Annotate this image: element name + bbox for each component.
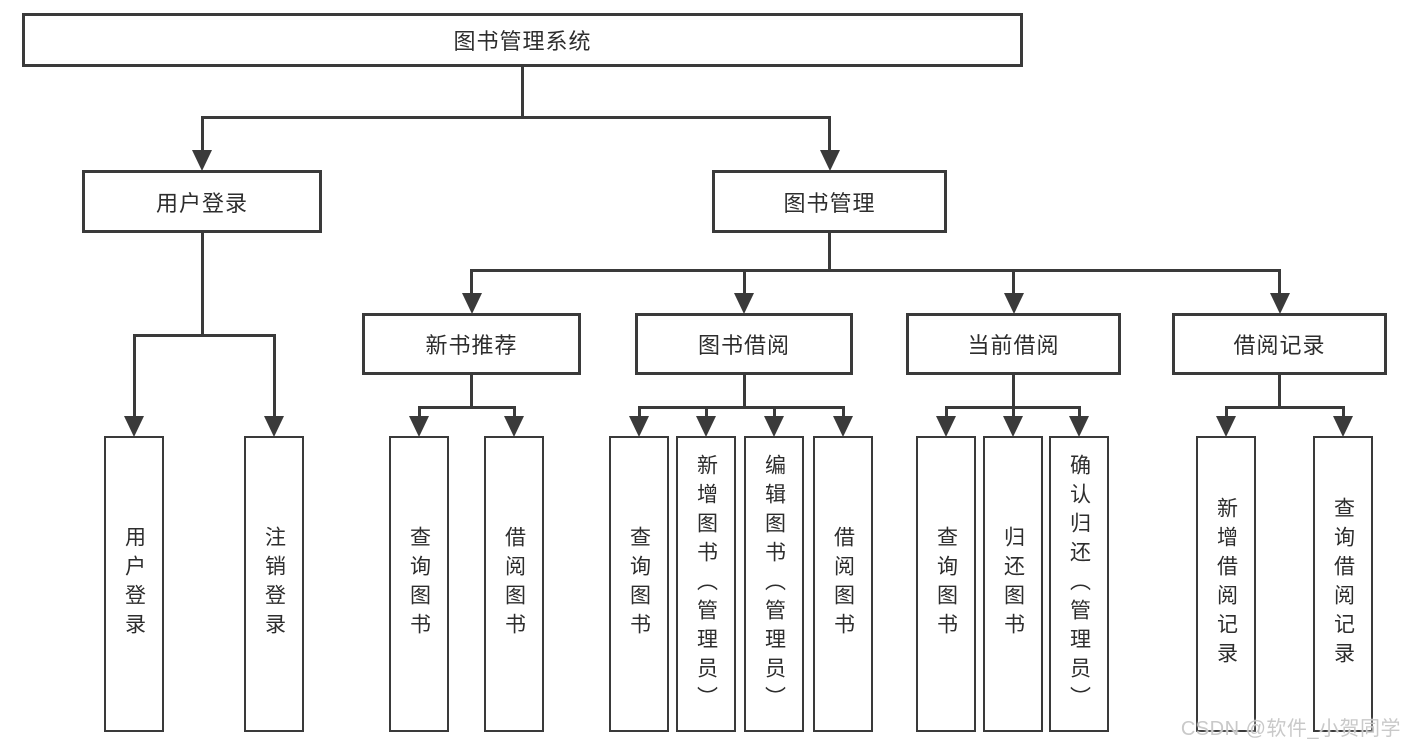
connector-stub-root <box>521 65 524 119</box>
connector-edge-borrow-records-leaf-br-add <box>1224 407 1228 420</box>
node-leaf-br-add: 新增借阅记录 <box>1196 436 1256 732</box>
node-leaf-bb-add: 新增图书（管理员） <box>676 436 736 732</box>
connector-junction-user-login <box>132 333 276 337</box>
arrow-down-icon <box>734 293 754 314</box>
node-leaf-cb-return: 归还图书 <box>983 436 1043 732</box>
arrow-down-icon <box>1069 416 1089 437</box>
arrow-down-icon <box>1003 293 1024 314</box>
connector-junction-borrow-records <box>1224 405 1345 409</box>
arrow-down-icon <box>1269 293 1290 314</box>
node-new-book-rec: 新书推荐 <box>362 313 581 375</box>
arrow-down-icon <box>833 416 853 437</box>
connector-stub-user-login <box>200 231 204 337</box>
node-leaf-nb-borrow: 借阅图书 <box>484 436 544 732</box>
connector-stub-book-mgmt <box>828 231 831 272</box>
connector-stub-borrow-records <box>1278 373 1281 409</box>
node-book-mgmt: 图书管理 <box>712 170 947 233</box>
arrow-down-icon <box>696 416 716 437</box>
connector-edge-book-borrow-leaf-bb-edit <box>772 407 776 420</box>
connector-edge-user-login-leaf-logout <box>272 335 276 420</box>
node-current-borrow: 当前借阅 <box>906 313 1121 375</box>
connector-stub-current-borrow <box>1012 373 1015 409</box>
arrow-down-icon <box>629 416 649 437</box>
node-leaf-br-query: 查询借阅记录 <box>1313 436 1373 732</box>
connector-stub-book-borrow <box>742 373 746 409</box>
connector-edge-user-login-leaf-user-login <box>132 335 136 420</box>
connector-junction-new-book-rec <box>417 405 516 409</box>
connector-edge-book-borrow-leaf-bb-add <box>704 407 708 420</box>
node-leaf-cb-confirm: 确认归还（管理员） <box>1049 436 1109 732</box>
arrow-down-icon <box>504 416 524 437</box>
connector-edge-current-borrow-leaf-cb-return <box>1011 407 1015 420</box>
node-book-borrow: 图书借阅 <box>635 313 853 375</box>
connector-edge-new-book-rec-leaf-nb-query <box>417 407 421 420</box>
arrow-down-icon <box>1333 416 1353 437</box>
node-leaf-bb-borrow: 借阅图书 <box>813 436 873 732</box>
node-leaf-logout: 注销登录 <box>244 436 304 732</box>
node-leaf-bb-edit: 编辑图书（管理员） <box>744 436 804 732</box>
connector-edge-book-borrow-leaf-bb-query <box>637 407 641 420</box>
arrow-down-icon <box>936 416 956 437</box>
arrow-down-icon <box>409 416 429 437</box>
node-leaf-bb-query: 查询图书 <box>609 436 669 732</box>
arrow-down-icon <box>192 150 212 171</box>
arrow-down-icon <box>764 416 784 437</box>
connector-edge-current-borrow-leaf-cb-confirm <box>1077 407 1081 420</box>
connector-junction-root <box>200 115 831 119</box>
connector-edge-root-user-login <box>200 117 204 154</box>
arrow-down-icon <box>1003 416 1023 437</box>
connector-junction-book-mgmt <box>470 268 1281 272</box>
watermark: CSDN @软件_小贺同学 <box>1180 718 1401 740</box>
connector-edge-borrow-records-leaf-br-query <box>1341 407 1345 420</box>
connector-edge-book-mgmt-new-book-rec <box>470 270 473 297</box>
connector-edge-book-mgmt-borrow-records <box>1278 270 1281 297</box>
node-leaf-cb-query: 查询图书 <box>916 436 976 732</box>
node-user-login: 用户登录 <box>82 170 322 233</box>
node-root: 图书管理系统 <box>22 13 1023 67</box>
connector-edge-book-borrow-leaf-bb-borrow <box>841 407 845 420</box>
connector-junction-book-borrow <box>637 405 845 409</box>
arrow-down-icon <box>1216 416 1236 437</box>
arrow-down-icon <box>461 293 482 314</box>
node-leaf-nb-query: 查询图书 <box>389 436 449 732</box>
arrow-down-icon <box>264 416 284 437</box>
connector-edge-book-mgmt-current-borrow <box>1012 270 1015 297</box>
connector-edge-current-borrow-leaf-cb-query <box>944 407 948 420</box>
node-borrow-records: 借阅记录 <box>1172 313 1387 375</box>
connector-stub-new-book-rec <box>470 373 473 409</box>
connector-edge-root-book-mgmt <box>828 117 831 154</box>
node-leaf-user-login: 用户登录 <box>104 436 164 732</box>
connector-edge-new-book-rec-leaf-nb-borrow <box>512 407 516 420</box>
arrow-down-icon <box>124 416 144 437</box>
arrow-down-icon <box>819 150 840 171</box>
connector-edge-book-mgmt-book-borrow <box>742 270 746 297</box>
